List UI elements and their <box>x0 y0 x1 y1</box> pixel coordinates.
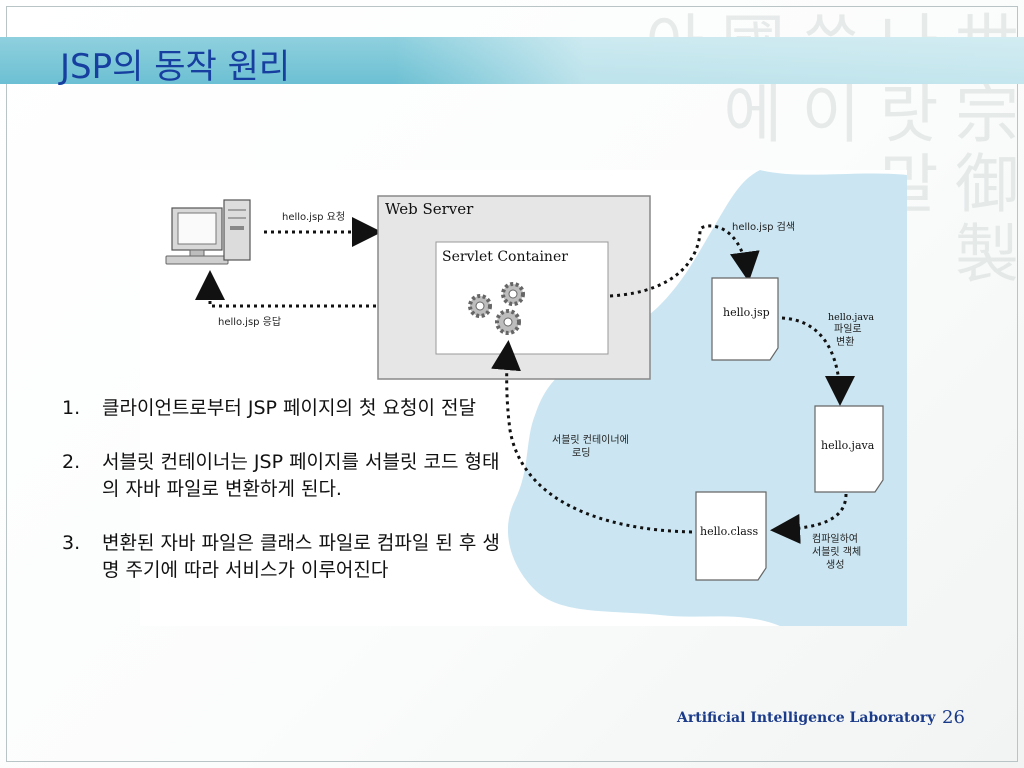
list-item: 3. 변환된 자바 파일은 클래스 파일로 컴파일 된 후 생명 주기에 따라 … <box>62 530 502 584</box>
servlet-container-label: Servlet Container <box>442 249 568 265</box>
page-number: 26 <box>942 707 965 728</box>
compile-label-1: 컴파일하여 <box>812 532 858 545</box>
footer-lab-name: Artificial Intelligence Laboratory <box>677 710 936 726</box>
convert-label-2: 파일로 <box>834 323 862 335</box>
slide-frame <box>6 6 1018 762</box>
convert-label-3: 변환 <box>836 336 854 348</box>
convert-arrow <box>781 316 855 406</box>
request-label: hello.jsp 요청 <box>282 211 345 223</box>
step-number: 2. <box>62 451 81 473</box>
file-hello-jsp: hello.jsp <box>723 306 770 319</box>
response-label: hello.jsp 응답 <box>218 316 281 328</box>
step-text: 클라이언트로부터 JSP 페이지의 첫 요청이 전달 <box>102 397 476 419</box>
step-number: 1. <box>62 397 81 419</box>
jsp-flow-diagram: hello.jsp 요청 hello.jsp 응답 Web Server Ser… <box>140 170 907 626</box>
file-hello-java: hello.java <box>821 439 875 452</box>
convert-label-1: hello.java <box>828 312 874 323</box>
load-label-2: 로딩 <box>572 447 590 459</box>
compile-label-3: 생성 <box>826 559 844 571</box>
response-arrow <box>195 270 376 308</box>
web-server-label: Web Server <box>385 200 474 218</box>
step-list: 1. 클라이언트로부터 JSP 페이지의 첫 요청이 전달 2. 서블릿 컨테이… <box>62 395 502 611</box>
list-item: 2. 서블릿 컨테이너는 JSP 페이지를 서블릿 코드 형태의 자바 파일로 … <box>62 449 502 503</box>
search-label: hello.jsp 검색 <box>732 221 795 233</box>
document-icon <box>695 491 767 581</box>
step-number: 3. <box>62 532 81 554</box>
file-hello-class: hello.class <box>700 525 758 538</box>
list-item: 1. 클라이언트로부터 JSP 페이지의 첫 요청이 전달 <box>62 395 502 422</box>
load-arrow <box>491 340 693 534</box>
step-text: 서블릿 컨테이너는 JSP 페이지를 서블릿 코드 형태의 자바 파일로 변환하… <box>102 451 500 500</box>
computer-icon <box>165 199 251 265</box>
step-text: 변환된 자바 파일은 클래스 파일로 컴파일 된 후 생명 주기에 따라 서비스… <box>102 532 500 581</box>
gear-icon <box>468 282 525 335</box>
compile-arrow <box>770 493 848 544</box>
diagram-canvas: hello.jsp 요청 hello.jsp 응답 Web Server Ser… <box>165 170 907 626</box>
document-icon <box>814 405 884 493</box>
slide-title: JSP의 동작 원리 <box>60 47 291 87</box>
document-icon <box>711 277 779 361</box>
title-bar <box>0 37 1024 84</box>
load-label-1: 서블릿 컨테이너에 <box>552 434 629 446</box>
compile-label-2: 서블릿 객체 <box>812 546 861 558</box>
search-arrow <box>609 224 760 298</box>
container-cloud <box>507 170 907 626</box>
